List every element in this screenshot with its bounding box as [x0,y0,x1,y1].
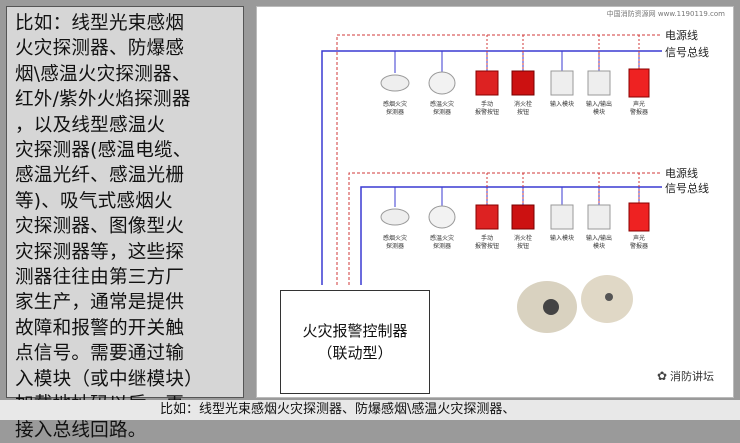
device-label: 感温火灾 探测器 [429,235,454,250]
device-label: 输入/输出 模块 [585,101,613,116]
device-label: 声光 警报器 [629,235,648,250]
device-row-top [380,68,650,98]
watermark: 中国消防资源网 www.1190119.com [606,10,725,18]
device-label: 手动 报警按钮 [474,235,499,250]
left-text-panel: 比如：线型光束感烟 火灾探测器、防爆感 烟\感温火灾探测器、 红外/紫外火焰探测… [6,6,244,441]
signal-line-top [321,50,662,285]
controller-subtitle: （联动型） [317,344,393,362]
power-line-label-top: 电源线 [665,29,698,42]
device-label: 消火栓 按钮 [513,101,532,116]
detector-photo [517,275,633,333]
device-label: 感烟火灾 探测器 [382,235,407,250]
signal-bus-label-bottom: 信号总线 [665,182,709,195]
power-line-top [336,34,662,285]
device-label: 声光 警报器 [629,101,648,116]
device-label: 手动 报警按钮 [474,101,499,116]
device-label: 消火栓 按钮 [513,235,532,250]
power-line-bottom [348,172,662,285]
device-label: 输入模块 [549,101,574,108]
bus-wiring [321,34,662,333]
controller-title: 火灾报警控制器 [302,322,408,340]
left-description-text: 比如：线型光束感烟 火灾探测器、防爆感 烟\感温火灾探测器、 红外/紫外火焰探测… [15,13,203,441]
subtitle-caption: 比如：线型光束感烟火灾探测器、防爆感烟\感温火灾探测器、 [0,400,740,420]
logo-text: 消防讲坛 [670,370,714,383]
device-row-bottom [380,202,650,232]
device-label: 感烟火灾 探测器 [382,101,407,116]
power-line-label-bottom: 电源线 [665,167,698,180]
channel-logo: ✿ 消防讲坛 [657,368,714,384]
device-label: 感温火灾 探测器 [429,101,454,116]
fire-alarm-controller: 火灾报警控制器 （联动型） [280,290,430,394]
signal-bus-label-top: 信号总线 [665,46,709,59]
bus-diagram: 中国消防资源网 www.1190119.com [256,6,734,398]
device-label: 输入模块 [549,235,574,242]
device-label: 输入/输出 模块 [585,235,613,250]
wechat-icon: ✿ [656,369,667,383]
